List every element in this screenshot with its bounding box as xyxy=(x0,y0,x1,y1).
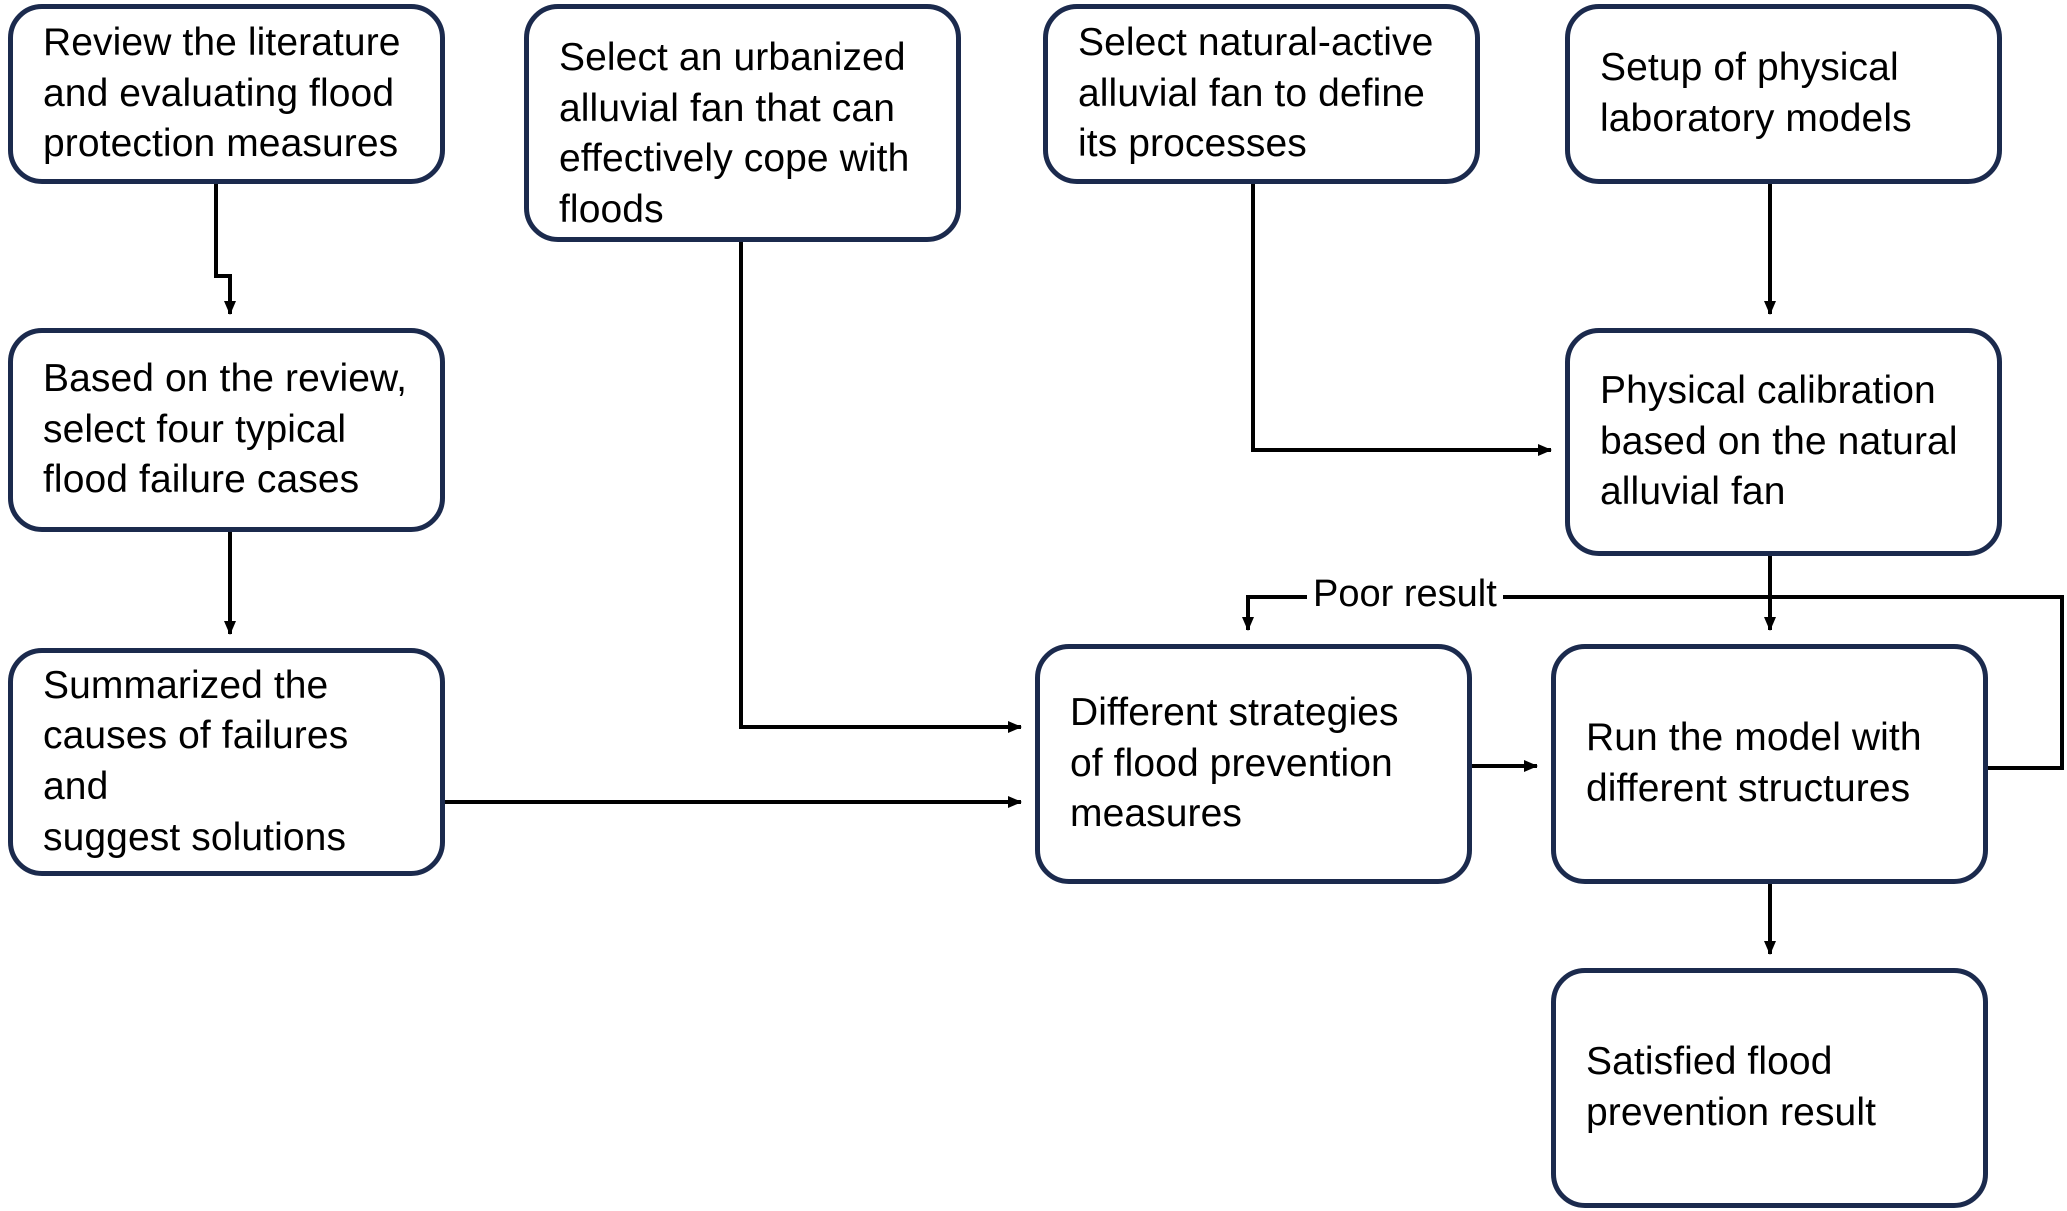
node-label: Physical calibration based on the natura… xyxy=(1600,368,1958,514)
node-run-model[interactable]: Run the model with different structures xyxy=(1551,644,1988,884)
node-review-literature[interactable]: Review the literature and evaluating flo… xyxy=(8,4,445,184)
node-flood-strategies[interactable]: Different strategies of flood prevention… xyxy=(1035,644,1472,884)
edge-review-to-cases xyxy=(214,184,236,315)
node-physical-calibration[interactable]: Physical calibration based on the natura… xyxy=(1565,328,2002,556)
edge-urbanfan-to-strategies xyxy=(739,242,1022,733)
node-label: Run the model with different structures xyxy=(1586,716,1922,810)
node-satisfied-result[interactable]: Satisfied flood prevention result xyxy=(1551,968,1988,1208)
node-label: Satisfied flood prevention result xyxy=(1586,1040,1877,1134)
edge-label-poor-result: Poor result xyxy=(1307,573,1503,616)
node-select-urbanized-fan[interactable]: Select an urbanized alluvial fan that ca… xyxy=(524,4,961,242)
node-label: Setup of physical laboratory models xyxy=(1600,46,1912,140)
node-label: Based on the review, select four typical… xyxy=(43,356,408,502)
node-summarize-causes[interactable]: Summarized the causes of failures and su… xyxy=(8,648,445,876)
node-label: Different strategies of flood prevention… xyxy=(1070,690,1399,836)
node-setup-lab-models[interactable]: Setup of physical laboratory models xyxy=(1565,4,2002,184)
node-label: Select an urbanized alluvial fan that ca… xyxy=(559,36,910,232)
node-label: Summarized the causes of failures and su… xyxy=(43,663,349,859)
edge-naturalfan-to-calibration xyxy=(1251,184,1552,456)
node-label: Select natural-active alluvial fan to de… xyxy=(1078,20,1434,166)
node-select-natural-fan[interactable]: Select natural-active alluvial fan to de… xyxy=(1043,4,1480,184)
node-select-failure-cases[interactable]: Based on the review, select four typical… xyxy=(8,328,445,532)
node-label: Review the literature and evaluating flo… xyxy=(43,20,401,166)
